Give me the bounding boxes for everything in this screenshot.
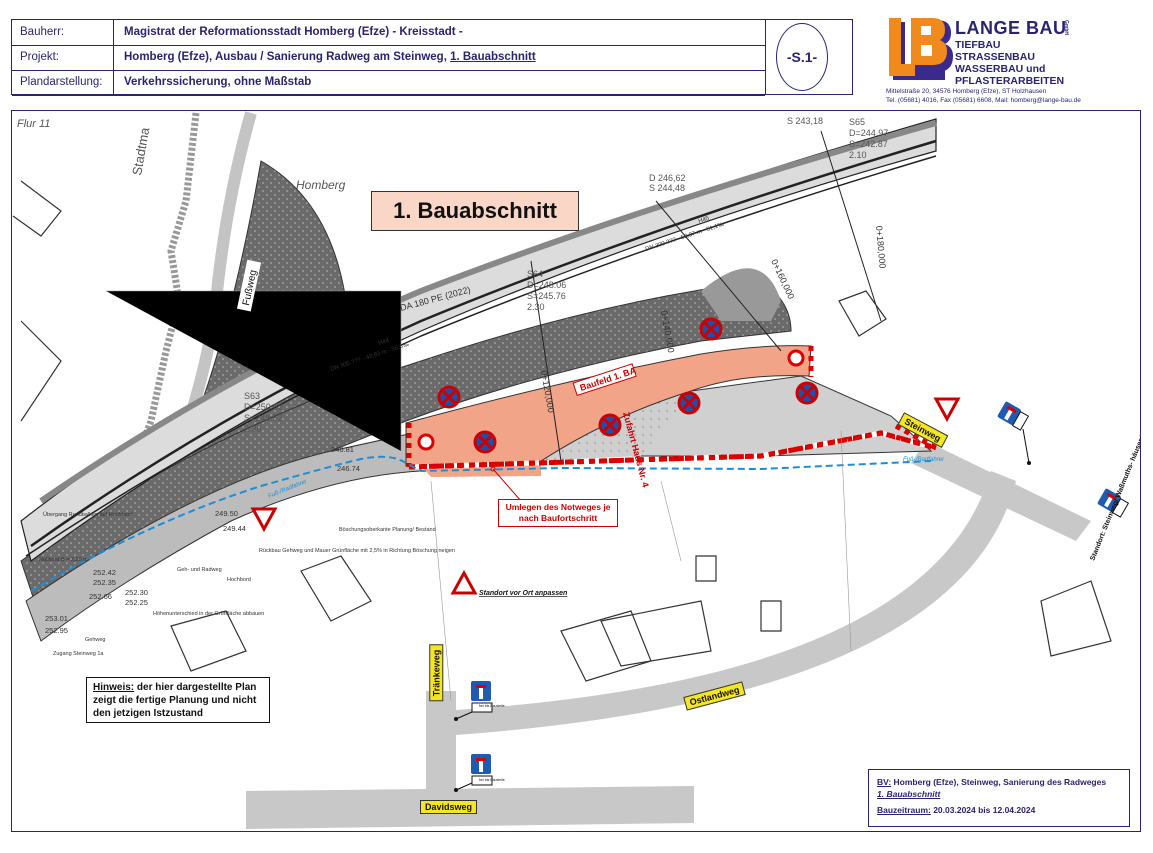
svg-text:S=242.87: S=242.87 (849, 139, 888, 149)
label-bauherr: Bauherr: (20, 26, 65, 38)
bv-label: BV: (877, 777, 892, 787)
svg-text:Übergang Rundbalken auf Hochbo: Übergang Rundbalken auf Hochbord (43, 511, 133, 518)
svg-text:252.30: 252.30 (125, 588, 148, 597)
title-block: Bauherr: Magistrat der Reformationsstadt… (11, 19, 853, 96)
svg-text:Böschungsoberkante Planung/ Be: Böschungsoberkante Planung/ Bestand (339, 527, 436, 533)
period-value: 20.03.2024 bis 12.04.2024 (930, 805, 1036, 815)
road-traenkeweg (426, 691, 456, 801)
svg-text:2.10: 2.10 (849, 150, 867, 160)
location-note-steinweg: Standort: Steinweg/ Waßmuths- häuser Str… (1089, 426, 1141, 562)
svg-text:Rückbau Gehweg und Mauer Grünf: Rückbau Gehweg und Mauer Grünfläche mit … (259, 548, 455, 554)
location-note: Standort vor Ort anpassen (479, 590, 567, 597)
row-bauherr: Bauherr: Magistrat der Reformationsstadt… (12, 20, 765, 46)
contact-line: Tel. (05681) 4016, Fax (05681) 6608, Mai… (886, 97, 1081, 104)
svg-text:Nullbord B = 2,20 m: Nullbord B = 2,20 m (39, 557, 88, 563)
service: TIEFBAU (955, 39, 1001, 51)
no-entry-signs (417, 349, 805, 451)
value-plandarstellung: Verkehrssicherung, ohne Maßstab (124, 76, 312, 88)
value-bauherr: Magistrat der Reformationsstadt Homberg … (124, 26, 463, 38)
route-label: Fuß-/Radfahrer (903, 457, 945, 463)
svg-text:Geh- und Radweg: Geh- und Radweg (177, 567, 222, 573)
svg-text:D=244.97: D=244.97 (849, 128, 888, 138)
svg-text:S64: S64 (527, 269, 543, 279)
section-title: 1. Bauabschnitt (371, 191, 579, 231)
svg-text:0+180,000: 0+180,000 (874, 225, 888, 269)
svg-text:252.42: 252.42 (93, 568, 116, 577)
company-address: Mittelstraße 20, 34576 Homberg (Efze), S… (886, 87, 1081, 105)
svg-text:249.50: 249.50 (215, 509, 238, 518)
site-plan: Flur 11 Stadtma Homberg Fußweg DA 180 PE… (11, 110, 1141, 832)
svg-text:2.30: 2.30 (244, 424, 262, 434)
svg-text:S65: S65 (849, 117, 865, 127)
service: PFLASTERARBEITEN (955, 75, 1065, 87)
street-label-traenkeweg: Tränkeweg (429, 644, 444, 702)
detour-note: Umlegen des Notweges je nach Baufortschr… (498, 499, 618, 527)
pedestrian-route (30, 455, 932, 592)
row-plandarstellung: Plandarstellung: Verkehrssicherung, ohne… (12, 70, 765, 96)
company-logo (889, 18, 953, 80)
buildings (12, 180, 1112, 682)
value-projekt: Homberg (Efze), Ausbau / Sanierung Radwe… (124, 45, 536, 70)
note-label: Hinweis: (93, 682, 135, 693)
address-line: Mittelstraße 20, 34576 Homberg (Efze), S… (886, 88, 1047, 95)
service: STRASSENBAU (955, 51, 1035, 63)
svg-text:249.44: 249.44 (223, 524, 246, 533)
flur-label: Flur 11 (17, 118, 50, 130)
svg-text:246.81: 246.81 (331, 445, 354, 454)
svg-text:S=248.52: S=248.52 (244, 413, 283, 423)
svg-text:D=250.82: D=250.82 (244, 402, 283, 412)
label-projekt: Projekt: (20, 51, 59, 63)
shaft-name: S63 (244, 391, 260, 401)
company-suffix: GmbH (1063, 20, 1069, 35)
pipe-name-h44: H44 (378, 338, 391, 347)
annotation-labels: Rückbau Gehweg und Mauer Grünfläche mit … (39, 511, 455, 657)
no-stopping-signs (437, 317, 819, 454)
bv-section: 1. Bauabschnitt (877, 789, 941, 799)
sheet-number: -S.1- (776, 23, 828, 91)
svg-text:252.95: 252.95 (45, 626, 68, 635)
note-box: Hinweis: der hier dargestellte Plan zeig… (86, 677, 270, 723)
svg-text:S 243,18: S 243,18 (787, 116, 823, 126)
svg-text:D=248.06: D=248.06 (527, 280, 566, 290)
svg-text:S=245.76: S=245.76 (527, 291, 566, 301)
svg-text:252.35: 252.35 (93, 578, 116, 587)
company-name: LANGE BAU (955, 18, 1067, 38)
svg-text:Gehweg: Gehweg (85, 637, 106, 643)
svg-text:D 246,62: D 246,62 (649, 173, 686, 183)
pipe-name-h45: H45 (698, 216, 711, 225)
wall-label: Stadtma (129, 125, 152, 176)
label-plandarstellung: Plandarstellung: (20, 76, 103, 88)
svg-text:252.66: 252.66 (89, 592, 112, 601)
homberg-label: Homberg (296, 178, 346, 192)
svg-text:253.01: 253.01 (45, 614, 68, 623)
sign-plate-text: frei bis Baustelle (479, 704, 505, 708)
plan-drawing: Flur 11 Stadtma Homberg Fußweg DA 180 PE… (12, 111, 1141, 829)
construction-field (405, 345, 812, 467)
svg-text:246.74: 246.74 (337, 464, 360, 473)
svg-text:Zugang Steinweg 1a: Zugang Steinweg 1a (53, 651, 104, 657)
company-brand: LANGE BAU GmbH TIEFBAU STRASSENBAU WASSE… (955, 18, 1069, 87)
project-info-box: BV: Homberg (Efze), Steinweg, Sanierung … (868, 769, 1130, 827)
svg-text:2.30: 2.30 (527, 302, 545, 312)
svg-text:252.25: 252.25 (125, 598, 148, 607)
svg-text:S 244,48: S 244,48 (649, 183, 685, 193)
row-projekt: Projekt: Homberg (Efze), Ausbau / Sanier… (12, 45, 765, 71)
sign-plate-text: frei bis Baustelle (479, 778, 505, 782)
svg-text:Hochbord: Hochbord (227, 577, 251, 583)
service: WASSERBAU und (955, 63, 1046, 75)
note-text: der hier dargestellte Plan zeigt die fer… (93, 682, 257, 719)
svg-text:Höhenunterschied in der Grünfl: Höhenunterschied in der Grünfläche abbau… (153, 611, 264, 617)
projekt-text: Homberg (Efze), Ausbau / Sanierung Radwe… (124, 51, 451, 63)
period-label: Bauzeitraum: (877, 805, 931, 815)
road-ostlandweg (441, 471, 1016, 736)
street-label-davidsweg: Davidsweg (420, 800, 478, 814)
projekt-section: 1. Bauabschnitt (450, 51, 536, 63)
bv-text: Homberg (Efze), Steinweg, Sanierung des … (891, 777, 1107, 787)
roadwork-warning-signs (250, 397, 961, 595)
dead-end-signs (454, 401, 1130, 792)
